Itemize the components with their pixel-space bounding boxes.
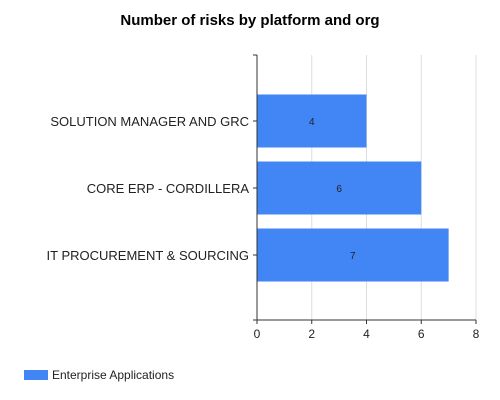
axes	[253, 54, 477, 324]
labels: 4 SOLUTION MANAGER AND GRC 6 CORE ERP - COR…	[47, 114, 480, 341]
legend: Enterprise Applications	[24, 368, 174, 382]
category-label-1: CORE ERP - CORDILLERA	[87, 181, 250, 196]
chart-title: Number of risks by platform and org	[120, 12, 379, 29]
bar-1	[257, 161, 422, 215]
bar-2	[257, 228, 449, 282]
data-label-0: 4	[309, 117, 315, 128]
data-label-2: 7	[350, 251, 356, 262]
legend-swatch	[24, 370, 48, 380]
data-label-1: 6	[336, 184, 342, 195]
x-tick-label-4: 4	[363, 327, 370, 341]
legend-label: Enterprise Applications	[52, 368, 174, 382]
x-tick-label-0: 0	[254, 327, 261, 341]
bars	[257, 94, 449, 282]
x-tick-label-2: 2	[308, 327, 315, 341]
bar-0	[257, 94, 367, 148]
x-tick-label-6: 6	[418, 327, 425, 341]
x-tick-label-8: 8	[473, 327, 480, 341]
category-label-2: IT PROCUREMENT & SOURCING	[47, 248, 249, 263]
category-label-0: SOLUTION MANAGER AND GRC	[50, 114, 249, 129]
